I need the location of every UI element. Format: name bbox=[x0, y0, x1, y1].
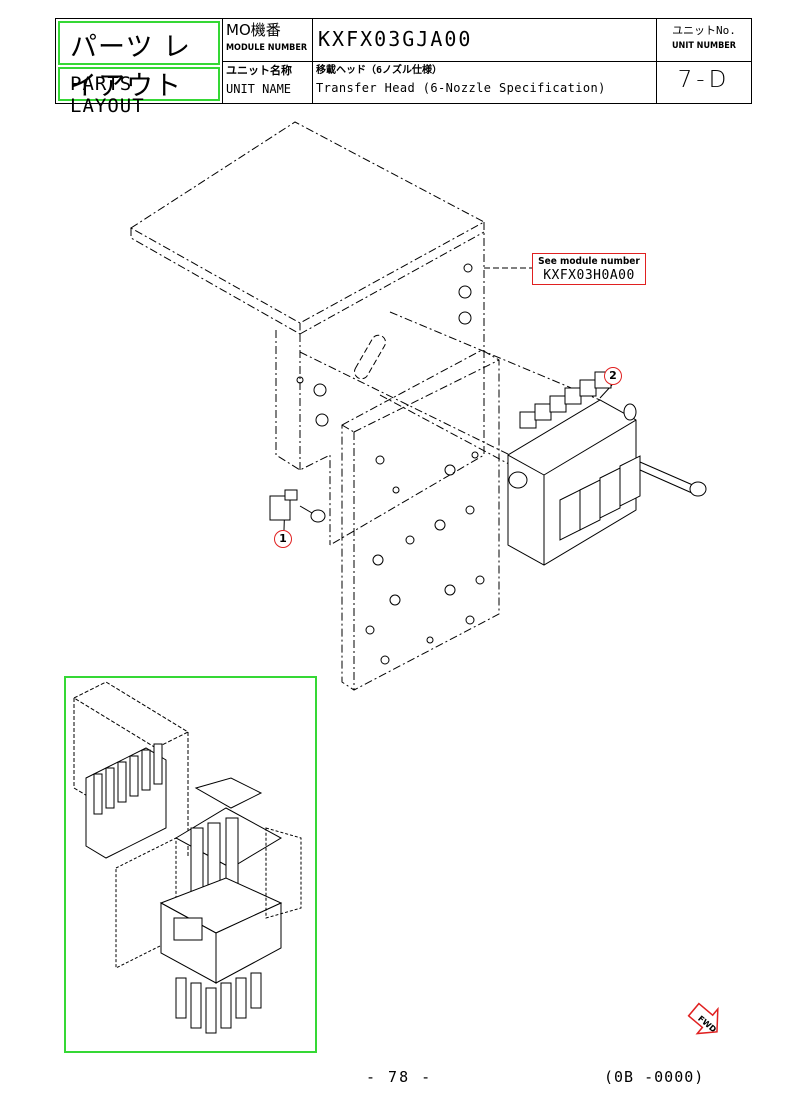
reference-module-number: KXFX03H0A00 bbox=[543, 268, 635, 283]
title-english: PARTS LAYOUT bbox=[70, 73, 145, 117]
upper-plate-top bbox=[130, 121, 486, 324]
module-number-label: MO機番 MODULE NUMBER bbox=[226, 22, 310, 53]
reference-note-text: See module number bbox=[538, 256, 640, 267]
back-plate bbox=[275, 330, 331, 545]
valve-manifold-part-2 bbox=[507, 371, 641, 566]
unit-number-label: ユニットNo. UNIT NUMBER bbox=[659, 24, 749, 51]
module-number-value: KXFX03GJA00 bbox=[318, 27, 473, 51]
document-code: (0B -0000) bbox=[604, 1068, 705, 1086]
page-number: - 78 - bbox=[366, 1068, 433, 1086]
title-jp-box: パーツ レイアウト bbox=[58, 21, 220, 102]
module-number-label-jp: MO機番 bbox=[226, 21, 281, 39]
plate-holes bbox=[296, 263, 485, 665]
forward-arrow-icon: FWD bbox=[687, 1002, 719, 1035]
unit-name-value: 移載ヘッド（6ノズル仕様） Transfer Head (6-Nozzle Sp… bbox=[316, 64, 606, 98]
unit-name-label-jp: ユニット名称 bbox=[226, 64, 292, 77]
front-plate bbox=[341, 349, 500, 691]
assembly-inset-view bbox=[64, 676, 317, 1053]
module-reference-note: See module number KXFX03H0A00 bbox=[532, 253, 646, 285]
title-en-box: PARTS LAYOUT bbox=[58, 67, 220, 117]
title-japanese: パーツ レイアウト bbox=[70, 32, 192, 102]
upper-plate-front bbox=[130, 228, 301, 335]
unit-name-label: ユニット名称 UNIT NAME bbox=[226, 64, 310, 96]
callout-part-2: 2 bbox=[604, 367, 622, 385]
unit-number-label-jp: ユニットNo. bbox=[672, 24, 736, 37]
unit-name-label-en: UNIT NAME bbox=[226, 82, 292, 96]
upper-plate-right bbox=[329, 222, 485, 546]
assembly-illustration bbox=[72, 681, 302, 1034]
unit-name-en: Transfer Head (6-Nozzle Specification) bbox=[316, 81, 606, 95]
unit-number-label-en: UNIT NUMBER bbox=[671, 41, 737, 51]
callout-part-1: 1 bbox=[274, 530, 292, 548]
bracket-part-1 bbox=[269, 495, 291, 521]
unit-name-jp: 移載ヘッド（6ノズル仕様） bbox=[316, 65, 443, 76]
module-number-label-en: MODULE NUMBER bbox=[226, 43, 308, 53]
divider bbox=[222, 61, 751, 62]
unit-number-value: 7-D bbox=[677, 67, 731, 93]
title-block: パーツ レイアウト PARTS LAYOUT MO機番 MODULE NUMBE… bbox=[55, 18, 752, 117]
